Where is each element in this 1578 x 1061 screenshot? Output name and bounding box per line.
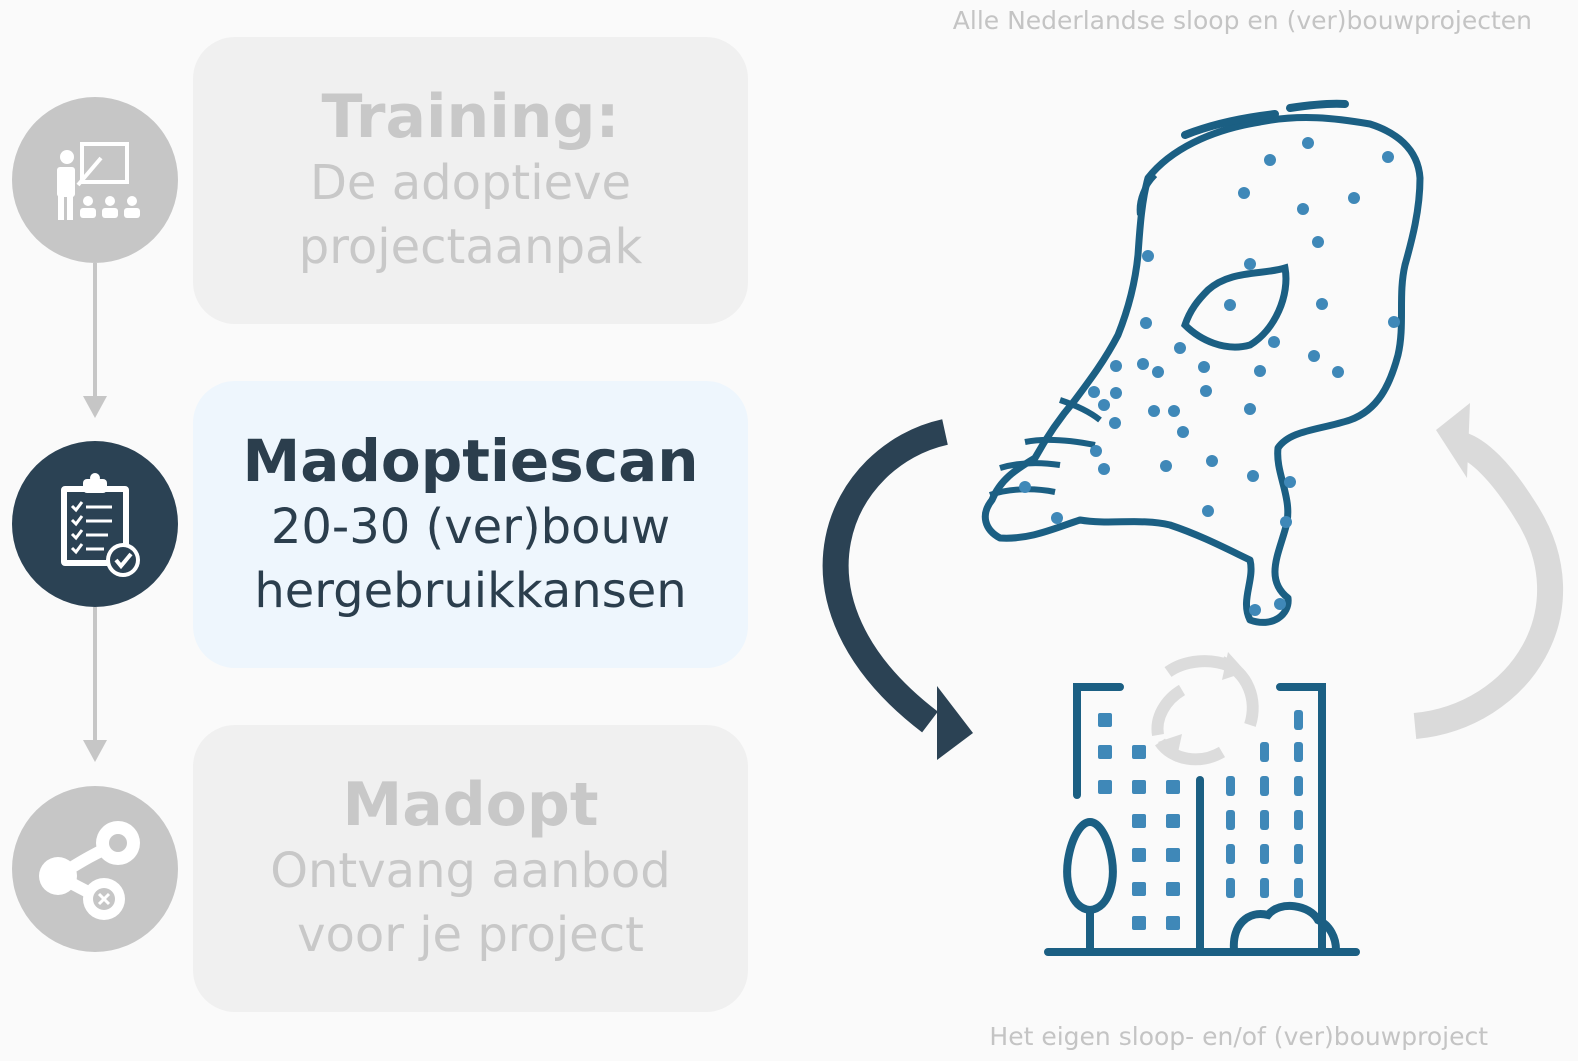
building-recycle-icon (1044, 652, 1360, 956)
flow-arrow-dark (822, 419, 973, 760)
connector-arrow (83, 263, 107, 418)
clipboard-checklist-icon (61, 473, 140, 577)
connected-nodes-icon (39, 821, 140, 920)
training-presentation-icon (57, 142, 140, 220)
caption-all-projects: Alle Nederlandse sloop en (ver)bouwproje… (952, 6, 1532, 35)
step-title: Madoptiescan (242, 426, 699, 495)
step-card-madopt: Madopt Ontvang aanbod voor je project (193, 725, 748, 1012)
step-line: projectaanpak (298, 218, 643, 275)
step-card-training: Training: De adoptieve projectaanpak (193, 37, 748, 324)
netherlands-map-icon (981, 99, 1424, 626)
step-line: De adoptieve (309, 154, 632, 211)
step-card-madoptiescan: Madoptiescan 20-30 (ver)bouw hergebruikk… (193, 381, 748, 668)
step-line: hergebruikkansen (254, 562, 687, 619)
step-title: Madopt (342, 769, 599, 840)
step-line: Ontvang aanbod (270, 842, 671, 899)
step-circle-madopt (12, 786, 178, 952)
step-title: Training: (321, 81, 620, 152)
connector-arrow (83, 607, 107, 762)
step-line: voor je project (297, 906, 644, 963)
caption-own-project: Het eigen sloop- en/of (ver)bouwproject (989, 1022, 1488, 1051)
flow-arrow-light (1413, 403, 1564, 739)
step-line: 20-30 (ver)bouw (270, 498, 671, 555)
